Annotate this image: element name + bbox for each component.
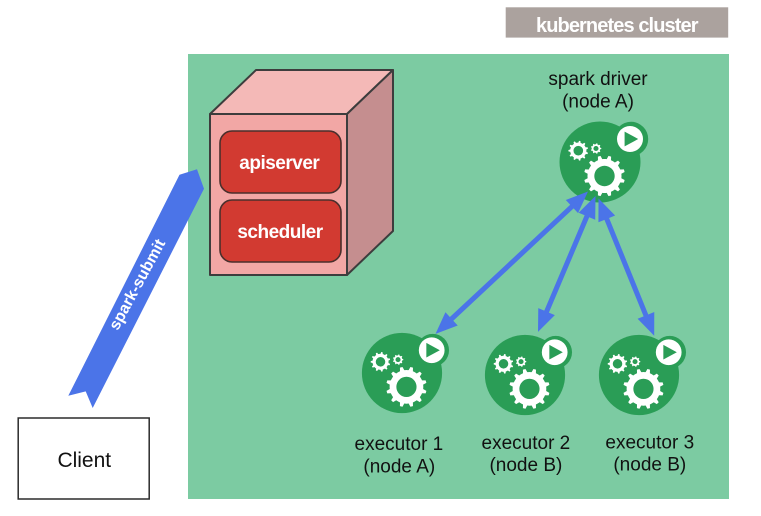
svg-text:scheduler: scheduler — [237, 222, 323, 243]
svg-text:kubernetes cluster: kubernetes cluster — [536, 15, 699, 37]
svg-text:Client: Client — [57, 449, 111, 472]
svg-text:executor 2: executor 2 — [482, 433, 571, 454]
svg-text:apiserver: apiserver — [239, 153, 320, 174]
svg-text:(node A): (node A) — [363, 456, 435, 477]
svg-text:executor 3: executor 3 — [605, 432, 694, 453]
svg-text:(node A): (node A) — [562, 91, 634, 112]
svg-text:executor 1: executor 1 — [355, 434, 444, 455]
svg-text:spark driver: spark driver — [548, 69, 648, 90]
svg-text:(node B): (node B) — [613, 455, 686, 476]
svg-text:(node B): (node B) — [489, 455, 562, 476]
